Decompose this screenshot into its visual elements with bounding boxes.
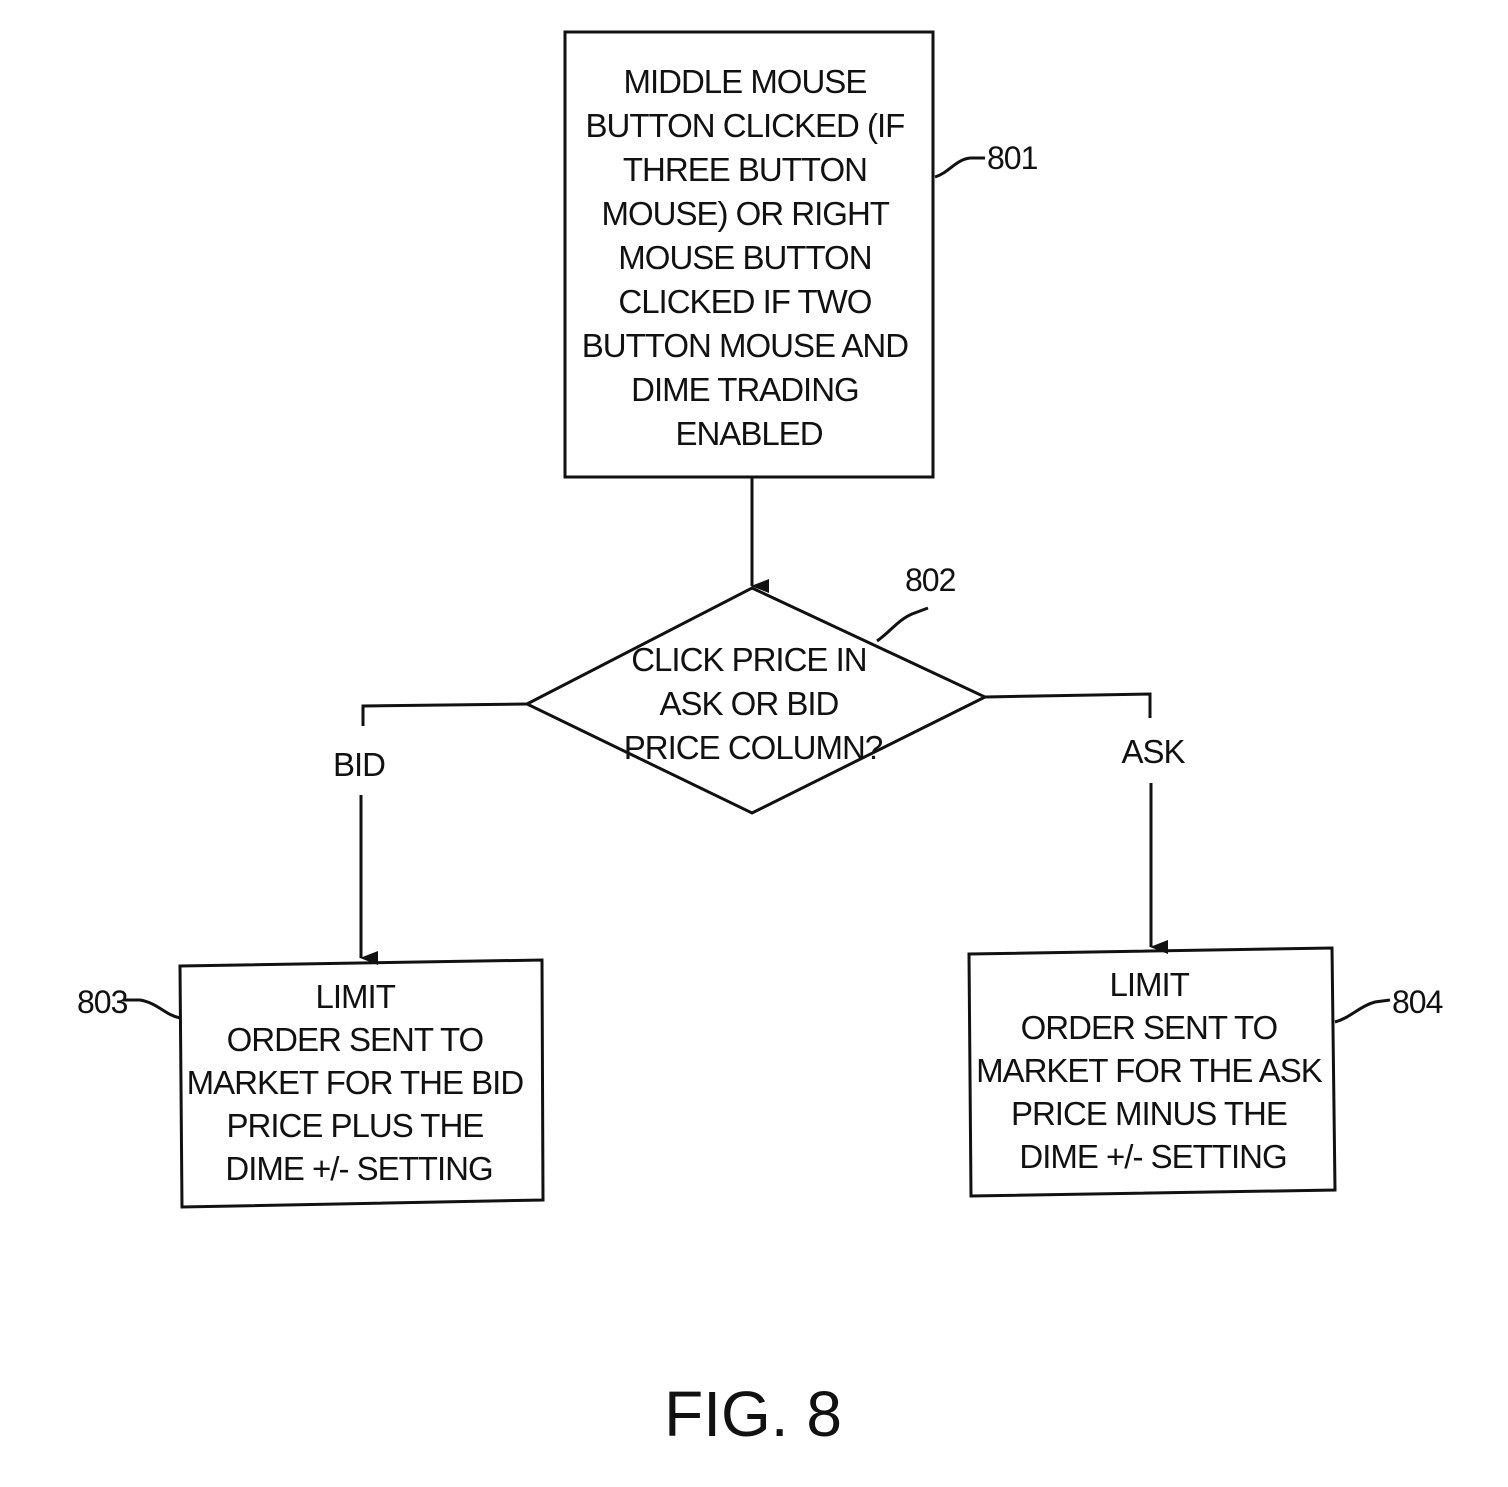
box-803-text: LIMIT ORDER SENT TO MARKET FOR THE BID P… xyxy=(187,978,532,1187)
decision-802-line: PRICE COLUMN? xyxy=(624,729,883,766)
box-804-line: ORDER SENT TO xyxy=(1021,1009,1278,1046)
box-804-line: MARKET FOR THE ASK xyxy=(976,1052,1323,1089)
box-801-line: MOUSE) OR RIGHT xyxy=(601,195,889,232)
ref-803: 803 xyxy=(77,984,128,1020)
box-801-line: MIDDLE MOUSE xyxy=(623,63,866,100)
box-803-line: ORDER SENT TO xyxy=(227,1021,484,1058)
box-803-line: DIME +/- SETTING xyxy=(225,1150,492,1187)
box-801-text: MIDDLE MOUSE BUTTON CLICKED (IF THREE BU… xyxy=(582,63,916,452)
box-801-line: ENABLED xyxy=(675,415,822,452)
box-803-line: LIMIT xyxy=(316,978,396,1015)
box-801-line: BUTTON MOUSE AND xyxy=(582,327,908,364)
box-801-line: CLICKED IF TWO xyxy=(618,283,871,320)
box-801-line: THREE BUTTON xyxy=(623,151,867,188)
decision-802-line: CLICK PRICE IN xyxy=(631,641,866,678)
box-801-line: BUTTON CLICKED (IF xyxy=(586,107,905,144)
decision-802-text: CLICK PRICE IN ASK OR BID PRICE COLUMN? xyxy=(624,641,883,766)
box-801-line: MOUSE BUTTON xyxy=(618,239,871,276)
box-804-line: LIMIT xyxy=(1110,966,1190,1003)
box-801-line: DIME TRADING xyxy=(631,371,859,408)
leader-803 xyxy=(123,1000,180,1018)
ref-802: 802 xyxy=(905,562,956,598)
ref-801: 801 xyxy=(987,140,1038,176)
box-804-line: PRICE MINUS THE xyxy=(1011,1095,1287,1132)
box-803-line: MARKET FOR THE BID xyxy=(187,1064,524,1101)
branch-bid-label: BID xyxy=(333,746,385,783)
box-804-line: DIME +/- SETTING xyxy=(1019,1138,1286,1175)
branch-ask-label: ASK xyxy=(1121,733,1185,770)
leader-802 xyxy=(877,608,928,641)
branch-ask-line-top xyxy=(985,694,1150,718)
ref-804: 804 xyxy=(1392,984,1443,1020)
leader-801 xyxy=(935,158,985,177)
branch-bid-line-top xyxy=(363,704,527,726)
leader-804 xyxy=(1335,1000,1390,1022)
box-804-text: LIMIT ORDER SENT TO MARKET FOR THE ASK P… xyxy=(976,966,1330,1175)
box-803-line: PRICE PLUS THE xyxy=(227,1107,484,1144)
decision-802-line: ASK OR BID xyxy=(659,685,838,722)
figure-label: FIG. 8 xyxy=(664,1378,842,1450)
